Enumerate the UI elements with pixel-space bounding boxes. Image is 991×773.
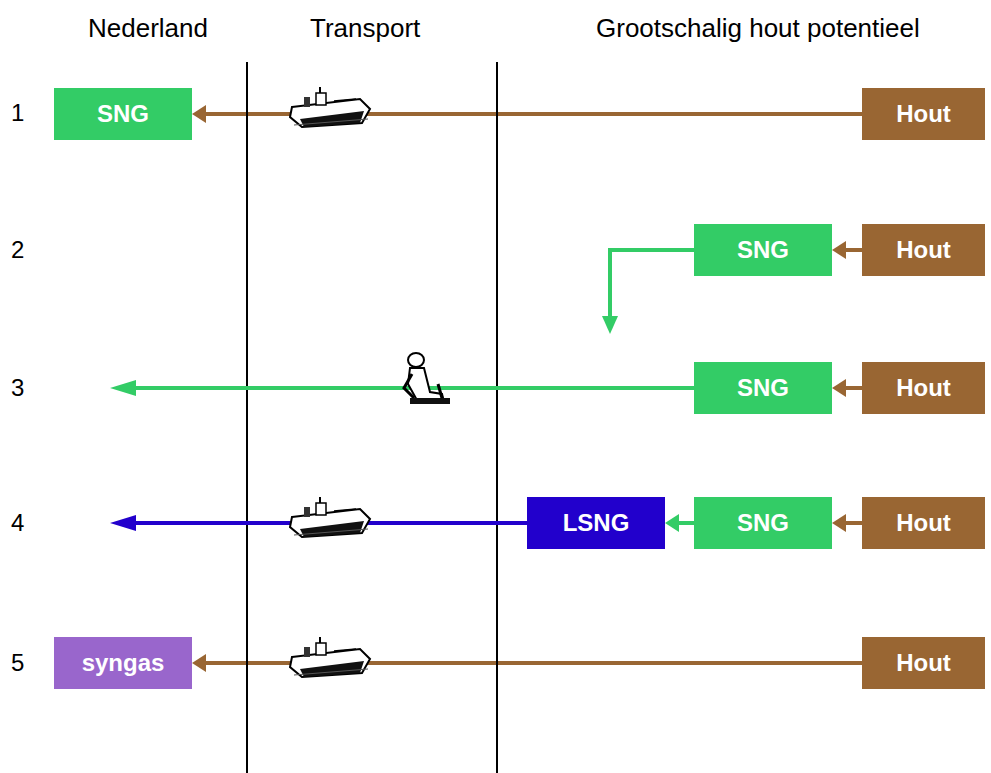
wood-box: Hout bbox=[862, 88, 985, 140]
wood-box: Hout bbox=[862, 362, 985, 414]
row-number: 3 bbox=[11, 374, 24, 402]
arrow-head bbox=[110, 515, 136, 531]
arrow-head bbox=[832, 379, 846, 397]
box-text: SNG bbox=[97, 100, 149, 128]
flow-arrow bbox=[832, 379, 862, 397]
arrow-head bbox=[192, 654, 206, 672]
flow-arrow bbox=[832, 514, 862, 532]
arrow-head bbox=[665, 514, 679, 532]
column-divider bbox=[496, 62, 498, 773]
flow-line bbox=[610, 250, 694, 318]
column-divider bbox=[246, 62, 248, 773]
box-text: Hout bbox=[896, 509, 951, 537]
box-text: LSNG bbox=[563, 509, 630, 537]
lsng-box: LSNG bbox=[527, 497, 665, 549]
flow-line bbox=[844, 386, 862, 390]
box-text: syngas bbox=[82, 649, 165, 677]
arrow-head bbox=[832, 514, 846, 532]
pipeline-worker-icon bbox=[404, 353, 450, 404]
ship-icon bbox=[290, 497, 370, 537]
sng-box: SNG bbox=[694, 224, 832, 276]
box-text: SNG bbox=[737, 374, 789, 402]
sng-box: SNG bbox=[694, 362, 832, 414]
row-number: 5 bbox=[11, 649, 24, 677]
column-header: Transport bbox=[310, 13, 420, 44]
box-text: Hout bbox=[896, 100, 951, 128]
row-number: 4 bbox=[11, 509, 24, 537]
column-header: Nederland bbox=[88, 13, 208, 44]
flow-line bbox=[677, 521, 694, 525]
arrow-head bbox=[110, 380, 136, 396]
wood-box: Hout bbox=[862, 637, 985, 689]
arrow-head bbox=[192, 105, 206, 123]
flow-arrow bbox=[665, 514, 694, 532]
flow-arrow bbox=[832, 241, 862, 259]
arrow-head bbox=[602, 316, 618, 334]
syngas-box: syngas bbox=[54, 637, 192, 689]
wood-box: Hout bbox=[862, 224, 985, 276]
ship-icon bbox=[290, 637, 370, 677]
box-text: SNG bbox=[737, 509, 789, 537]
sng-box: SNG bbox=[694, 497, 832, 549]
box-text: Hout bbox=[896, 649, 951, 677]
box-text: SNG bbox=[737, 236, 789, 264]
ship-icon bbox=[290, 87, 370, 127]
column-header: Grootschalig hout potentieel bbox=[596, 13, 920, 44]
box-text: Hout bbox=[896, 236, 951, 264]
row-number: 1 bbox=[11, 99, 24, 127]
flow-line bbox=[844, 248, 862, 252]
box-text: Hout bbox=[896, 374, 951, 402]
row-number: 2 bbox=[11, 236, 24, 264]
flow-line bbox=[844, 521, 862, 525]
wood-box: Hout bbox=[862, 497, 985, 549]
sng-box: SNG bbox=[54, 88, 192, 140]
arrow-head bbox=[832, 241, 846, 259]
